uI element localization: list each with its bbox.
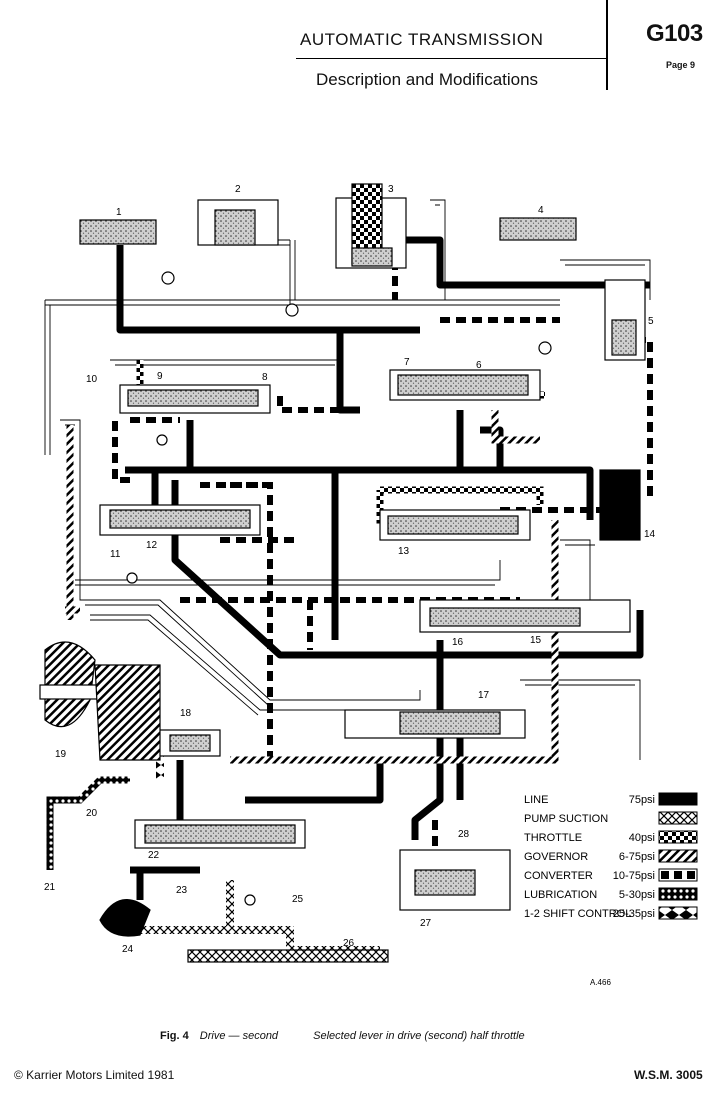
legend-label: LUBRICATION <box>524 889 597 901</box>
figure-mode: Drive — second <box>199 1030 279 1042</box>
legend-label: 1-2 SHIFT CONTROL <box>524 908 631 920</box>
callout-2: 2 <box>235 184 241 195</box>
callout-8: 8 <box>262 372 268 383</box>
legend-value: 40psi <box>629 832 655 844</box>
callout-23: 23 <box>176 885 188 896</box>
header-rule <box>296 58 606 59</box>
figure-description: Selected lever in drive (second) half th… <box>313 1030 525 1042</box>
callout-26: 26 <box>343 938 355 949</box>
legend-swatch-bowtie <box>658 906 698 920</box>
callout-7: 7 <box>404 357 410 368</box>
callout-4: 4 <box>538 205 544 216</box>
callout-20: 20 <box>86 808 98 819</box>
legend-label: GOVERNOR <box>524 851 588 863</box>
callout-12: 12 <box>146 540 158 551</box>
section-subtitle: Description and Modifications <box>316 70 539 89</box>
legend-value: 10-75psi <box>613 870 655 882</box>
legend-label: PUMP SUCTION <box>524 813 608 825</box>
document-code: W.S.M. 3005 <box>634 1068 703 1082</box>
manual-code: G103 <box>646 20 703 47</box>
pump-suction-paths <box>107 880 380 954</box>
line-pressure-paths <box>116 236 650 900</box>
figure-caption: Fig. 4 Drive — second Selected lever in … <box>160 1030 525 1042</box>
legend-swatch-dots <box>658 887 698 901</box>
callout-25: 25 <box>292 894 304 905</box>
figure-number: Fig. 4 <box>160 1030 189 1042</box>
callout-6: 6 <box>476 360 482 371</box>
legend-value: 5-30psi <box>619 889 655 901</box>
callout-3: 3 <box>388 184 394 195</box>
callout-24: 24 <box>122 944 134 955</box>
callout-14: 14 <box>644 529 656 540</box>
legend-dash-block <box>674 871 682 879</box>
callout-15: 15 <box>530 635 542 646</box>
components <box>39 183 646 963</box>
callout-9: 9 <box>157 371 163 382</box>
lubrication-paths <box>46 776 130 870</box>
callout-10: 10 <box>86 374 98 385</box>
legend-label: CONVERTER <box>524 870 593 882</box>
callout-13: 13 <box>398 546 410 557</box>
callout-27: 27 <box>420 918 432 929</box>
legend-swatch-cross <box>658 811 698 825</box>
callout-22: 22 <box>148 850 160 861</box>
callout-18: 18 <box>180 708 192 719</box>
callout-1: 1 <box>116 207 122 218</box>
header-divider <box>606 0 608 90</box>
callout-5: 5 <box>648 316 654 327</box>
legend-dash-block <box>661 871 669 879</box>
legend-swatch-solid <box>658 792 698 806</box>
legend-swatch-hatch <box>658 849 698 863</box>
callout-21: 21 <box>44 882 56 893</box>
copyright: © Karrier Motors Limited 1981 <box>14 1068 175 1082</box>
legend-value: 75psi <box>629 794 655 806</box>
legend-dash-block <box>687 871 695 879</box>
drawing-ref: A.466 <box>590 978 611 987</box>
legend-label: LINE <box>524 794 548 806</box>
callout-17: 17 <box>478 690 490 701</box>
page-number: Page 9 <box>666 60 696 70</box>
legend-value: 6-75psi <box>619 851 655 863</box>
legend-value: 25-35psi <box>613 908 655 920</box>
legend-label: THROTTLE <box>524 832 582 844</box>
legend-swatch-checker <box>658 830 698 844</box>
callout-28: 28 <box>458 829 470 840</box>
callout-16: 16 <box>452 637 464 648</box>
callout-19: 19 <box>55 749 67 760</box>
section-title: AUTOMATIC TRANSMISSION <box>300 30 544 49</box>
callout-11: 11 <box>110 549 121 560</box>
